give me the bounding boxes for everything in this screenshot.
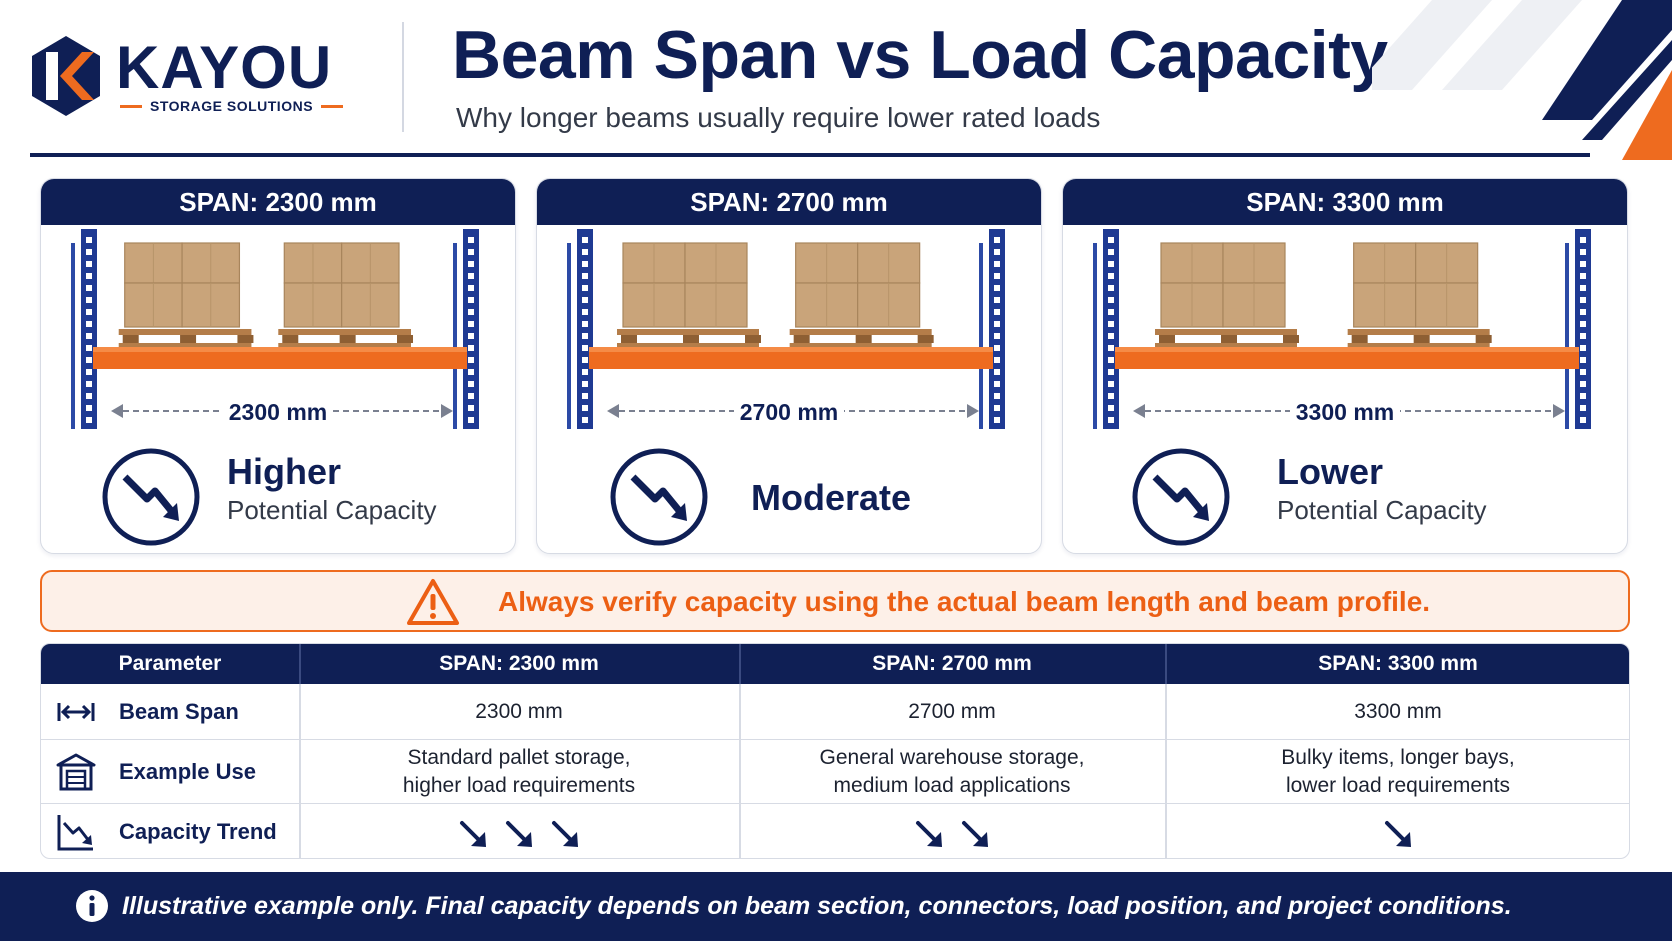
table-row: Capacity Trend xyxy=(41,804,1629,858)
card-heading: SPAN: 3300 mm xyxy=(1063,179,1627,225)
table-cell: 2300 mm xyxy=(475,700,563,723)
dimension-arrow-left xyxy=(111,404,123,418)
warning-text: Always verify capacity using the actual … xyxy=(498,586,1431,617)
span-card-3300: SPAN: 3300 mm 3300 mm Lower Potential Ca… xyxy=(1062,178,1628,554)
dimension-arrow-left xyxy=(1133,404,1145,418)
header: KAYOU STORAGE SOLUTIONS Beam Span vs Loa… xyxy=(0,0,1672,160)
corner-stripes-decoration xyxy=(1372,0,1672,160)
rack-beam xyxy=(1115,347,1579,369)
rack-upright xyxy=(1565,229,1591,429)
trend-arrows xyxy=(299,814,739,854)
pallet-rack-illustration xyxy=(71,229,479,429)
table-header: Parameter SPAN: 2300 mm SPAN: 2700 mm SP… xyxy=(41,644,1629,684)
brand-name: KAYOU xyxy=(116,34,333,101)
down-right-arrow-icon xyxy=(1385,821,1411,847)
card-heading: SPAN: 2700 mm xyxy=(537,179,1041,225)
span-card-2700: SPAN: 2700 mm 2700 mm Moderate xyxy=(536,178,1042,554)
table-header-cell: SPAN: 2300 mm xyxy=(439,652,599,675)
brand-tagline: STORAGE SOLUTIONS xyxy=(120,98,356,114)
down-right-arrow-icon xyxy=(552,821,578,847)
info-icon xyxy=(76,890,108,922)
span-dimension-label: 2300 mm xyxy=(41,399,515,426)
span-dimension-label: 2700 mm xyxy=(537,399,1041,426)
trend-chart-icon xyxy=(57,815,93,851)
rack-upright xyxy=(71,229,97,429)
page-subtitle: Why longer beams usually require lower r… xyxy=(456,102,1101,133)
table-header-cell: SPAN: 2700 mm xyxy=(872,652,1032,675)
pallet-rack-illustration xyxy=(1093,229,1591,429)
pallet-load xyxy=(789,242,934,347)
span-arrows-icon xyxy=(57,703,95,721)
brand-logo[interactable]: KAYOU STORAGE SOLUTIONS xyxy=(30,34,360,124)
down-right-arrow-icon xyxy=(962,821,988,847)
capacity-title: Higher xyxy=(227,451,342,492)
down-right-arrow-icon xyxy=(506,821,532,847)
row-label-capacity-trend: Capacity Trend xyxy=(119,819,277,844)
footer-disclaimer: Illustrative example only. Final capacit… xyxy=(0,872,1672,941)
dimension-arrow-right xyxy=(1553,404,1565,418)
header-rule xyxy=(30,153,1590,157)
card-heading: SPAN: 2300 mm xyxy=(41,179,515,225)
down-right-arrow-icon xyxy=(916,821,942,847)
kayou-logo-icon xyxy=(32,36,100,116)
pallet-load xyxy=(1155,242,1299,347)
warehouse-icon xyxy=(56,753,96,791)
dimension-arrow-left xyxy=(607,404,619,418)
dimension-arrow-right xyxy=(967,404,979,418)
table-header-cell: Parameter xyxy=(118,652,222,675)
rack-upright xyxy=(453,229,479,429)
down-right-arrow-icon xyxy=(460,821,486,847)
table-row: Example Use Standard pallet storage,high… xyxy=(41,740,1629,804)
table-cell: 3300 mm xyxy=(1354,700,1442,723)
trend-down-icon xyxy=(610,448,708,546)
span-dimension-label: 3300 mm xyxy=(1063,399,1627,426)
comparison-table: Parameter SPAN: 2300 mm SPAN: 2700 mm SP… xyxy=(40,643,1630,859)
rack-upright xyxy=(567,229,593,429)
pallet-load xyxy=(617,242,761,347)
footer-text: Illustrative example only. Final capacit… xyxy=(122,892,1512,920)
pallet-load xyxy=(278,242,414,347)
capacity-subtitle: Potential Capacity xyxy=(1277,495,1487,525)
capacity-subtitle: Potential Capacity xyxy=(227,495,437,525)
pallet-load xyxy=(118,242,254,347)
trend-arrows xyxy=(1165,814,1629,854)
page-title: Beam Span vs Load Capacity xyxy=(452,17,1388,93)
rack-upright xyxy=(979,229,1005,429)
warning-banner: Always verify capacity using the actual … xyxy=(40,570,1630,632)
row-label-example-use: Example Use xyxy=(119,759,256,784)
table-cell: 2700 mm xyxy=(908,700,996,723)
span-card-2300: SPAN: 2300 mm 2300 mm Higher Potential C… xyxy=(40,178,516,554)
row-label-beam-span: Beam Span xyxy=(119,699,239,724)
rack-upright xyxy=(1093,229,1119,429)
capacity-title: Moderate xyxy=(751,477,912,518)
table-cell: Standard pallet storage,higher load requ… xyxy=(402,746,636,797)
trend-down-icon xyxy=(102,448,200,546)
trend-down-icon xyxy=(1132,448,1230,546)
rack-beam xyxy=(589,347,993,369)
capacity-title: Lower xyxy=(1277,451,1384,492)
pallet-load xyxy=(1347,242,1492,347)
header-divider xyxy=(402,22,404,132)
trend-arrows xyxy=(739,814,1165,854)
pallet-rack-illustration xyxy=(567,229,1005,429)
table-cell: Bulky items, longer bays,lower load requ… xyxy=(1281,746,1515,797)
dimension-arrow-right xyxy=(441,404,453,418)
rack-beam xyxy=(93,347,467,369)
warning-triangle-icon xyxy=(407,579,459,625)
table-row: Beam Span 2300 mm 2700 mm 3300 mm xyxy=(41,684,1629,740)
table-cell: General warehouse storage,medium load ap… xyxy=(819,746,1085,797)
table-header-cell: SPAN: 3300 mm xyxy=(1318,652,1478,675)
